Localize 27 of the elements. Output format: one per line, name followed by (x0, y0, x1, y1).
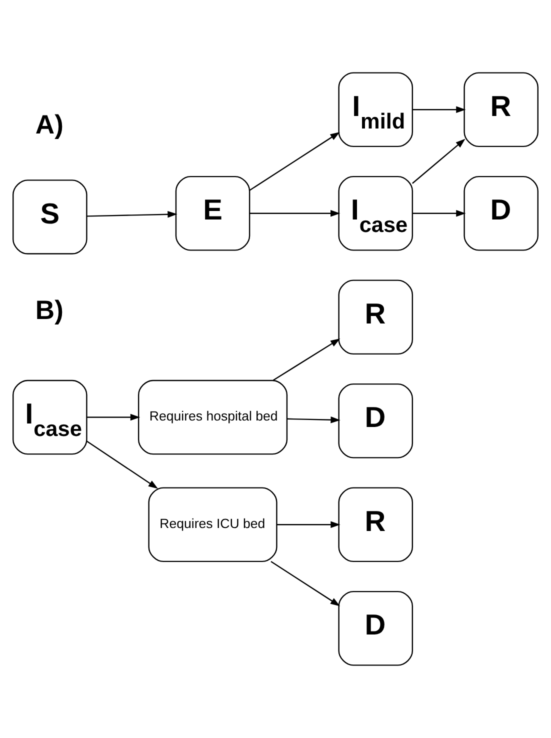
arrow (86, 440, 158, 489)
node-box: R (338, 487, 414, 562)
node-box: I$_{case}$ (12, 380, 88, 455)
arrow (412, 138, 466, 184)
arrow (272, 338, 340, 381)
node-box: S (12, 180, 88, 254)
node-box: R (338, 280, 414, 355)
node-box: D (338, 383, 414, 458)
arrow (249, 132, 340, 191)
arrow (412, 106, 466, 113)
node-box: R (464, 72, 538, 148)
arrow (86, 414, 140, 421)
node-box: Requires hospital bed (138, 380, 288, 455)
label: B) (35, 295, 64, 326)
node-box: E (175, 176, 250, 251)
node-box: I$_{mild}$ (338, 72, 414, 148)
arrow (250, 210, 340, 217)
arrow (276, 521, 340, 528)
node-box: D (464, 176, 538, 251)
node-box: Requires ICU bed (148, 487, 278, 562)
arrow (287, 416, 340, 424)
node-box: D (338, 590, 414, 666)
label: A) (35, 109, 64, 140)
node-box: I$_{case}$ (338, 176, 414, 251)
arrow (270, 560, 340, 606)
arrow (86, 210, 178, 218)
arrow (412, 210, 466, 217)
